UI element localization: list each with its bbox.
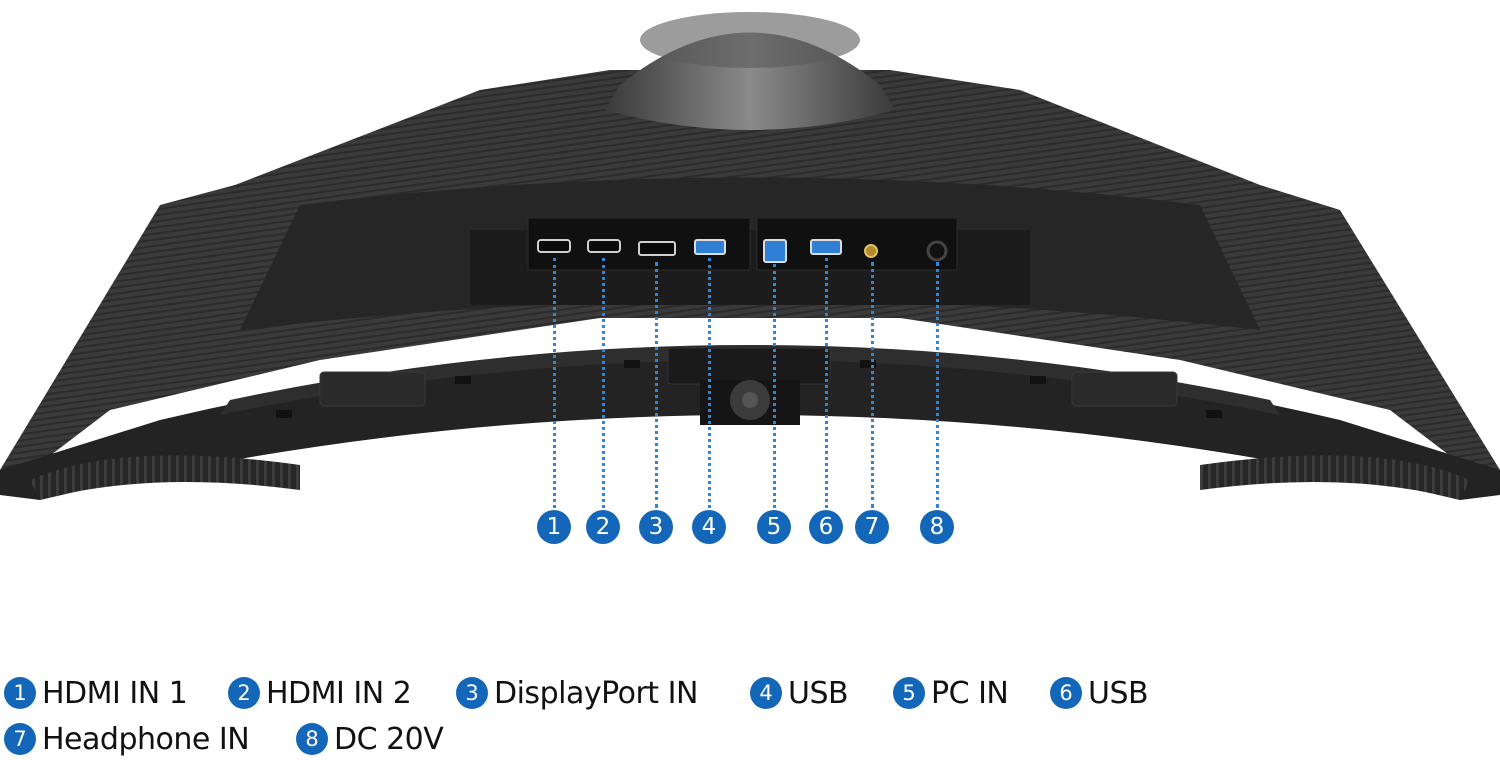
legend-badge: 5 [893, 677, 925, 709]
callout-badge-8: 8 [920, 510, 954, 544]
legend-badge: 4 [750, 677, 782, 709]
legend-item-headphone-in: 7 Headphone IN [4, 718, 250, 760]
legend-badge: 7 [4, 723, 36, 755]
ports [537, 239, 948, 263]
callout-badge-3: 3 [639, 510, 673, 544]
callout-line-2 [602, 258, 605, 508]
callout-badge-4: 4 [692, 510, 726, 544]
legend-item-usb-4: 4 USB [750, 672, 849, 714]
legend-label: HDMI IN 1 [42, 675, 188, 711]
callout-line-3 [655, 262, 658, 508]
legend-badge: 3 [456, 677, 488, 709]
legend-item-hdmi-in-2: 2 HDMI IN 2 [228, 672, 412, 714]
callout-badge-6: 6 [809, 510, 843, 544]
legend-badge: 8 [296, 723, 328, 755]
legend-label: PC IN [931, 675, 1009, 711]
callout-badge-1: 1 [537, 510, 571, 544]
callout-line-7 [871, 262, 874, 508]
legend-label: HDMI IN 2 [266, 675, 412, 711]
callout-badge-2: 2 [586, 510, 620, 544]
callout-line-5 [773, 264, 776, 508]
legend-item-displayport-in: 3 DisplayPort IN [456, 672, 698, 714]
legend-label: DisplayPort IN [494, 675, 698, 711]
monitor-illustration: 1 2 3 4 5 6 7 8 [0, 12, 1500, 544]
legend-label: DC 20V [334, 721, 444, 757]
callout-badge-7: 7 [855, 510, 889, 544]
callout-line-1 [553, 258, 556, 508]
callout-badge-5: 5 [757, 510, 791, 544]
legend-badge: 1 [4, 677, 36, 709]
legend-label: USB [788, 675, 849, 711]
legend-item-pc-in: 5 PC IN [893, 672, 1009, 714]
legend-badge: 2 [228, 677, 260, 709]
legend-item-dc-20v: 8 DC 20V [296, 718, 444, 760]
monitor-body-graphic [0, 12, 1500, 500]
legend-item-usb-6: 6 USB [1050, 672, 1149, 714]
legend-label: Headphone IN [42, 721, 250, 757]
legend-item-hdmi-in-1: 1 HDMI IN 1 [4, 672, 188, 714]
legend-badge: 6 [1050, 677, 1082, 709]
callout-line-6 [825, 258, 828, 508]
callout-line-4 [708, 258, 711, 508]
callout-line-8 [936, 262, 939, 508]
legend-label: USB [1088, 675, 1149, 711]
